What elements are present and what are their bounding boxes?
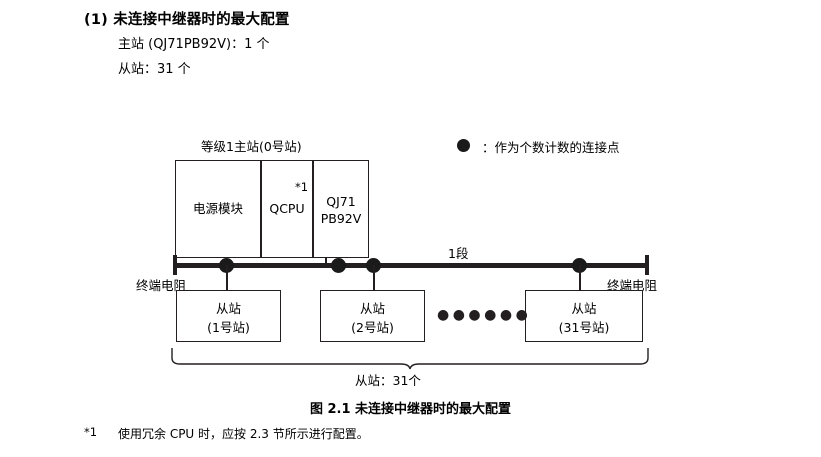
slave1-drop-line <box>226 265 228 290</box>
bus-terminator-right-cap <box>645 255 649 275</box>
bus-terminator-left-cap <box>173 255 177 275</box>
connection-point-dot <box>331 258 346 273</box>
slave-label-line2: (31号站) <box>558 320 610 335</box>
slave2-drop-line <box>373 265 375 290</box>
legend-label: ：作为个数计数的连接点 <box>482 140 620 155</box>
continuation-ellipsis: ●●●●●● <box>437 307 532 323</box>
slave-group-brace <box>171 348 649 370</box>
figure-caption: 图 2.1 未连接中继器时的最大配置 <box>309 402 512 417</box>
spec-master-count: 主站 (QJ71PB92V)：1 个 <box>118 37 270 52</box>
spec-slave-count: 从站：31 个 <box>118 62 191 77</box>
pb92v-box: QJ71 PB92V <box>313 160 369 258</box>
slave-label-line2: (2号站) <box>351 320 394 335</box>
master-drop-line <box>325 258 327 266</box>
slave-station-box-2: 从站 (2号站) <box>320 290 425 342</box>
power-module-box: 电源模块 <box>175 160 261 258</box>
master-station-caption: 等级1主站(0号站) <box>201 139 302 154</box>
slave-station-box-31: 从站 (31号站) <box>525 290 643 342</box>
segment-label: 1段 <box>448 246 469 261</box>
slave-label-line1: 从站 <box>215 301 241 316</box>
slave-label-line1: 从站 <box>571 301 597 316</box>
pb92v-label-line2: PB92V <box>320 211 362 226</box>
terminator-right-label: 终端电阻 <box>607 278 658 293</box>
power-module-label: 电源模块 <box>192 201 243 216</box>
slave31-drop-line <box>579 265 581 290</box>
footnote-marker-inline: *1 <box>295 180 309 194</box>
pb92v-label-line1: QJ71 <box>326 194 356 209</box>
footnote-mark: *1 <box>84 425 98 439</box>
bus-line <box>176 263 646 268</box>
page-title: (1) 未连接中继器时的最大配置 <box>84 12 290 28</box>
terminator-left-label: 终端电阻 <box>136 278 187 293</box>
legend-filled-circle-icon <box>457 139 470 152</box>
qcpu-label: QCPU <box>269 201 305 216</box>
slave-station-box-1: 从站 (1号站) <box>176 290 281 342</box>
slave-label-line1: 从站 <box>359 301 385 316</box>
slave-group-label: 从站：31个 <box>355 373 421 388</box>
slave-label-line2: (1号站) <box>207 320 250 335</box>
qcpu-box: QCPU <box>261 160 313 258</box>
footnote-text: 使用冗余 CPU 时，应按 2.3 节所示进行配置。 <box>118 427 369 441</box>
